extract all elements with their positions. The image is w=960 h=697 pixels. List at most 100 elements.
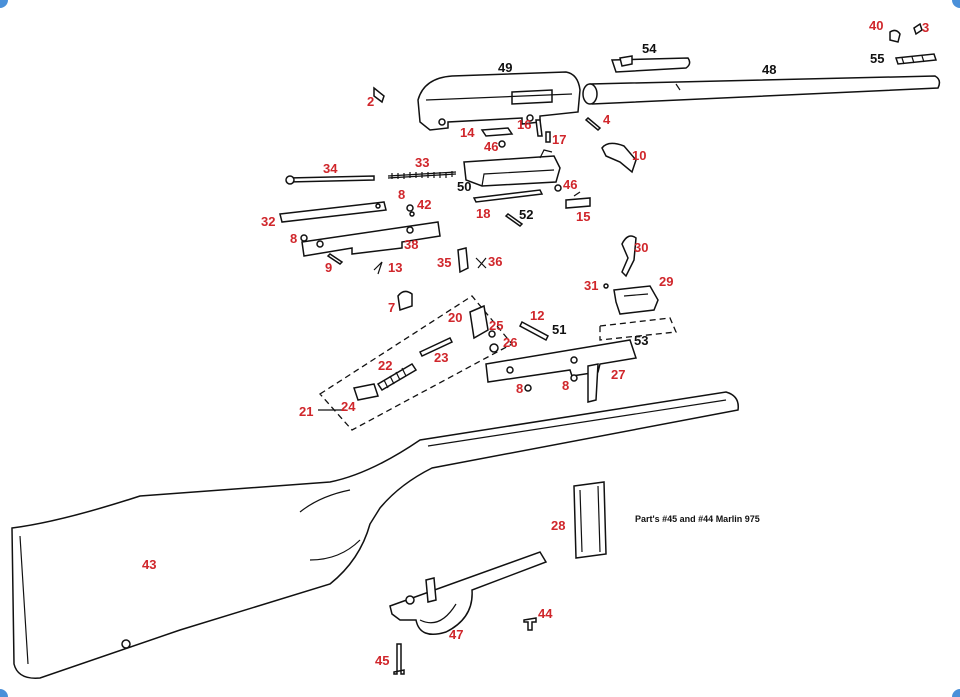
- clip-2: [373, 86, 385, 104]
- label-29: 29: [659, 274, 673, 289]
- front-sight-hood-40: [889, 29, 901, 43]
- part-labels: 2 3 4 7 8 8 8 8 9 10 12 13 14 15 16 17 1…: [142, 18, 929, 668]
- label-27: 27: [611, 367, 625, 382]
- firing-pin-18: [472, 189, 544, 203]
- label-22: 22: [378, 358, 392, 373]
- label-21: 21: [299, 404, 313, 419]
- label-36: 36: [488, 254, 502, 269]
- pin-8-a: [406, 204, 414, 212]
- spring-30: [621, 235, 637, 278]
- label-38: 38: [404, 237, 418, 252]
- label-4: 4: [603, 112, 611, 127]
- spring-22: [376, 362, 418, 392]
- label-42: 42: [417, 197, 431, 212]
- pin-4: [584, 116, 602, 132]
- stock-43: [11, 391, 739, 679]
- corner-dot: [952, 0, 960, 8]
- pin-25: [488, 330, 496, 338]
- pin-42: [409, 211, 415, 217]
- label-23: 23: [434, 350, 448, 365]
- caption-text: Part's #45 and #44 Marlin 975: [635, 514, 760, 524]
- label-8-c: 8: [516, 381, 523, 396]
- pin-16: [535, 119, 543, 137]
- label-46-b: 46: [563, 177, 577, 192]
- pin-26: [489, 343, 499, 353]
- label-33: 33: [415, 155, 429, 170]
- side-plate-32: [279, 201, 387, 223]
- pin-8-b: [300, 234, 308, 242]
- label-12: 12: [530, 308, 544, 323]
- label-20: 20: [448, 310, 462, 325]
- label-31: 31: [584, 278, 598, 293]
- label-28: 28: [551, 518, 565, 533]
- dashed-group-outline-53: [599, 317, 677, 341]
- pin-8-c: [524, 384, 532, 392]
- trigger-housing-38: [301, 221, 441, 257]
- label-48: 48: [762, 62, 776, 77]
- pin-9: [326, 253, 344, 265]
- ball-46-upper: [498, 140, 506, 148]
- trigger-guard-47: [389, 551, 548, 635]
- label-35: 35: [437, 255, 451, 270]
- extractor-14: [480, 127, 514, 137]
- label-32: 32: [261, 214, 275, 229]
- label-50: 50: [457, 179, 471, 194]
- front-sight-55: [894, 53, 938, 65]
- label-43: 43: [142, 557, 156, 572]
- spring-13: [373, 261, 383, 275]
- label-53: 53: [634, 333, 648, 348]
- label-8-b: 8: [290, 231, 297, 246]
- label-25: 25: [489, 318, 503, 333]
- pin-52: [504, 213, 524, 227]
- receiver-49: [417, 71, 581, 131]
- label-34: 34: [323, 161, 338, 176]
- label-46-a: 46: [484, 139, 498, 154]
- pin-8-d: [570, 374, 578, 382]
- label-14: 14: [460, 125, 475, 140]
- block-24: [353, 383, 379, 401]
- label-3: 3: [922, 20, 929, 35]
- label-24: 24: [341, 399, 356, 414]
- label-52: 52: [519, 207, 533, 222]
- label-26: 26: [503, 335, 517, 350]
- barrel-48: [582, 75, 941, 105]
- bolt-handle-10: [601, 142, 637, 174]
- magazine-catch-29: [613, 285, 659, 315]
- guide-23: [418, 337, 454, 357]
- corner-dot: [0, 689, 8, 697]
- corner-dot: [952, 689, 960, 697]
- follower-7: [397, 290, 413, 311]
- label-54: 54: [642, 41, 657, 56]
- spring-17: [545, 131, 551, 143]
- label-8-a: 8: [398, 187, 405, 202]
- pin-31: [603, 283, 609, 289]
- label-55: 55: [870, 51, 884, 66]
- screw-45: [393, 643, 405, 675]
- spring-33: [387, 171, 457, 179]
- label-15: 15: [576, 209, 590, 224]
- screw-3: [913, 22, 923, 36]
- dashed-group-outline-21: [319, 295, 514, 431]
- ejector-15: [565, 191, 591, 209]
- label-44: 44: [538, 606, 553, 621]
- spring-36: [475, 257, 487, 269]
- bolt-50: [463, 149, 561, 187]
- rear-sight-54: [610, 55, 691, 73]
- label-7: 7: [388, 300, 395, 315]
- label-45: 45: [375, 653, 389, 668]
- label-2: 2: [367, 94, 374, 109]
- label-16: 16: [517, 117, 531, 132]
- label-51: 51: [552, 322, 566, 337]
- screw-44: [523, 617, 537, 631]
- label-8-d: 8: [562, 378, 569, 393]
- label-13: 13: [388, 260, 402, 275]
- label-17: 17: [552, 132, 566, 147]
- hammer-20: [469, 304, 489, 340]
- strut-12: [519, 320, 549, 342]
- label-47: 47: [449, 627, 463, 642]
- magazine-28: [573, 481, 607, 559]
- label-49: 49: [498, 60, 512, 75]
- label-10: 10: [632, 148, 646, 163]
- label-9: 9: [325, 260, 332, 275]
